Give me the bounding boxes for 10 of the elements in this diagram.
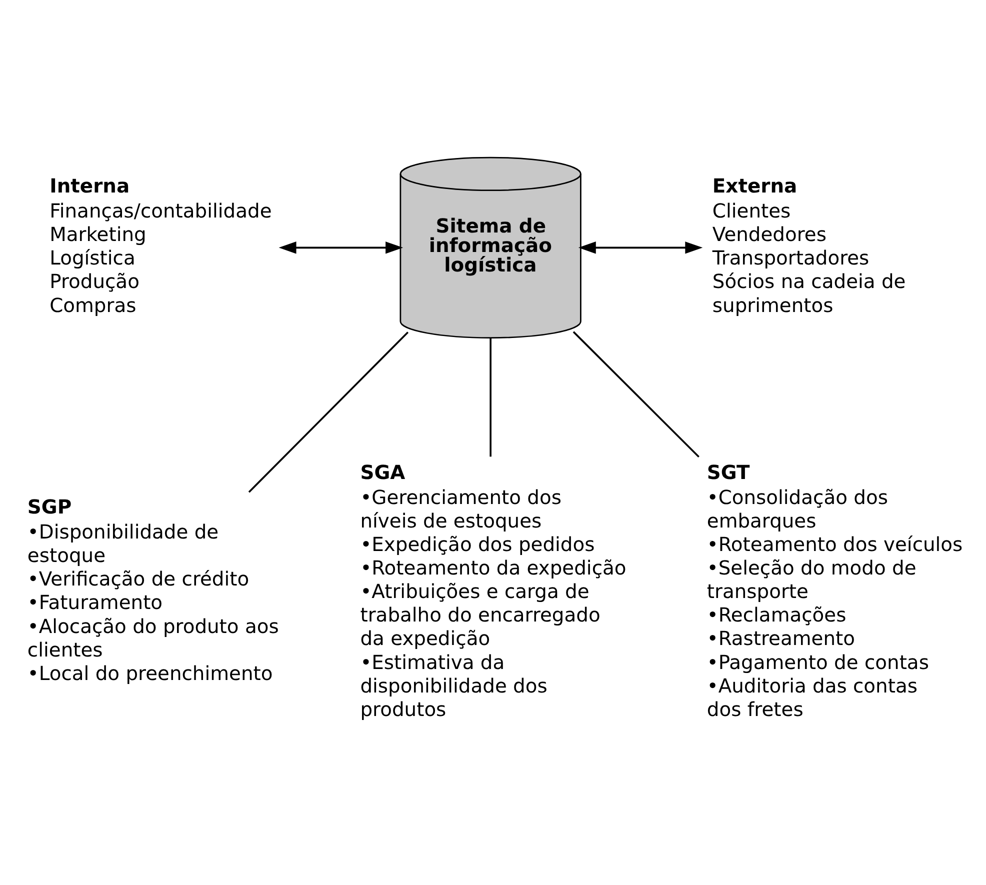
node-text: SGP •Disponibilidade de estoque •Verificação de crédito •Faturamento •Alocação do produto aos clientes •Local do preenchimento bbox=[27, 495, 279, 685]
node-text: Interna Finanças/contabilidade Marketing Logística Produção Compras bbox=[50, 174, 272, 317]
connector bbox=[490, 338, 492, 457]
arrow bbox=[278, 242, 404, 254]
node-text: SGA •Gerenciamento dos níveis de estoques •Expedição dos pedidos •Roteamento da expedição •Atribuições e carga de trabalho do encarregado da expedição •Estimativa da disponibilidade dos produtos bbox=[360, 460, 626, 721]
arrow bbox=[578, 242, 703, 254]
node-text: SGT •Consolidação dos embarques •Roteamento dos veículos •Seleção do modo de transporte •Reclamações •Rastreamento •Pagamento de contas •Auditoria das contas dos fretes bbox=[706, 460, 963, 721]
node-text: Externa Clientes Vendedores Transportadores Sócios na cadeia de suprimentos bbox=[712, 174, 906, 317]
connector bbox=[248, 332, 409, 493]
connector bbox=[572, 331, 700, 458]
